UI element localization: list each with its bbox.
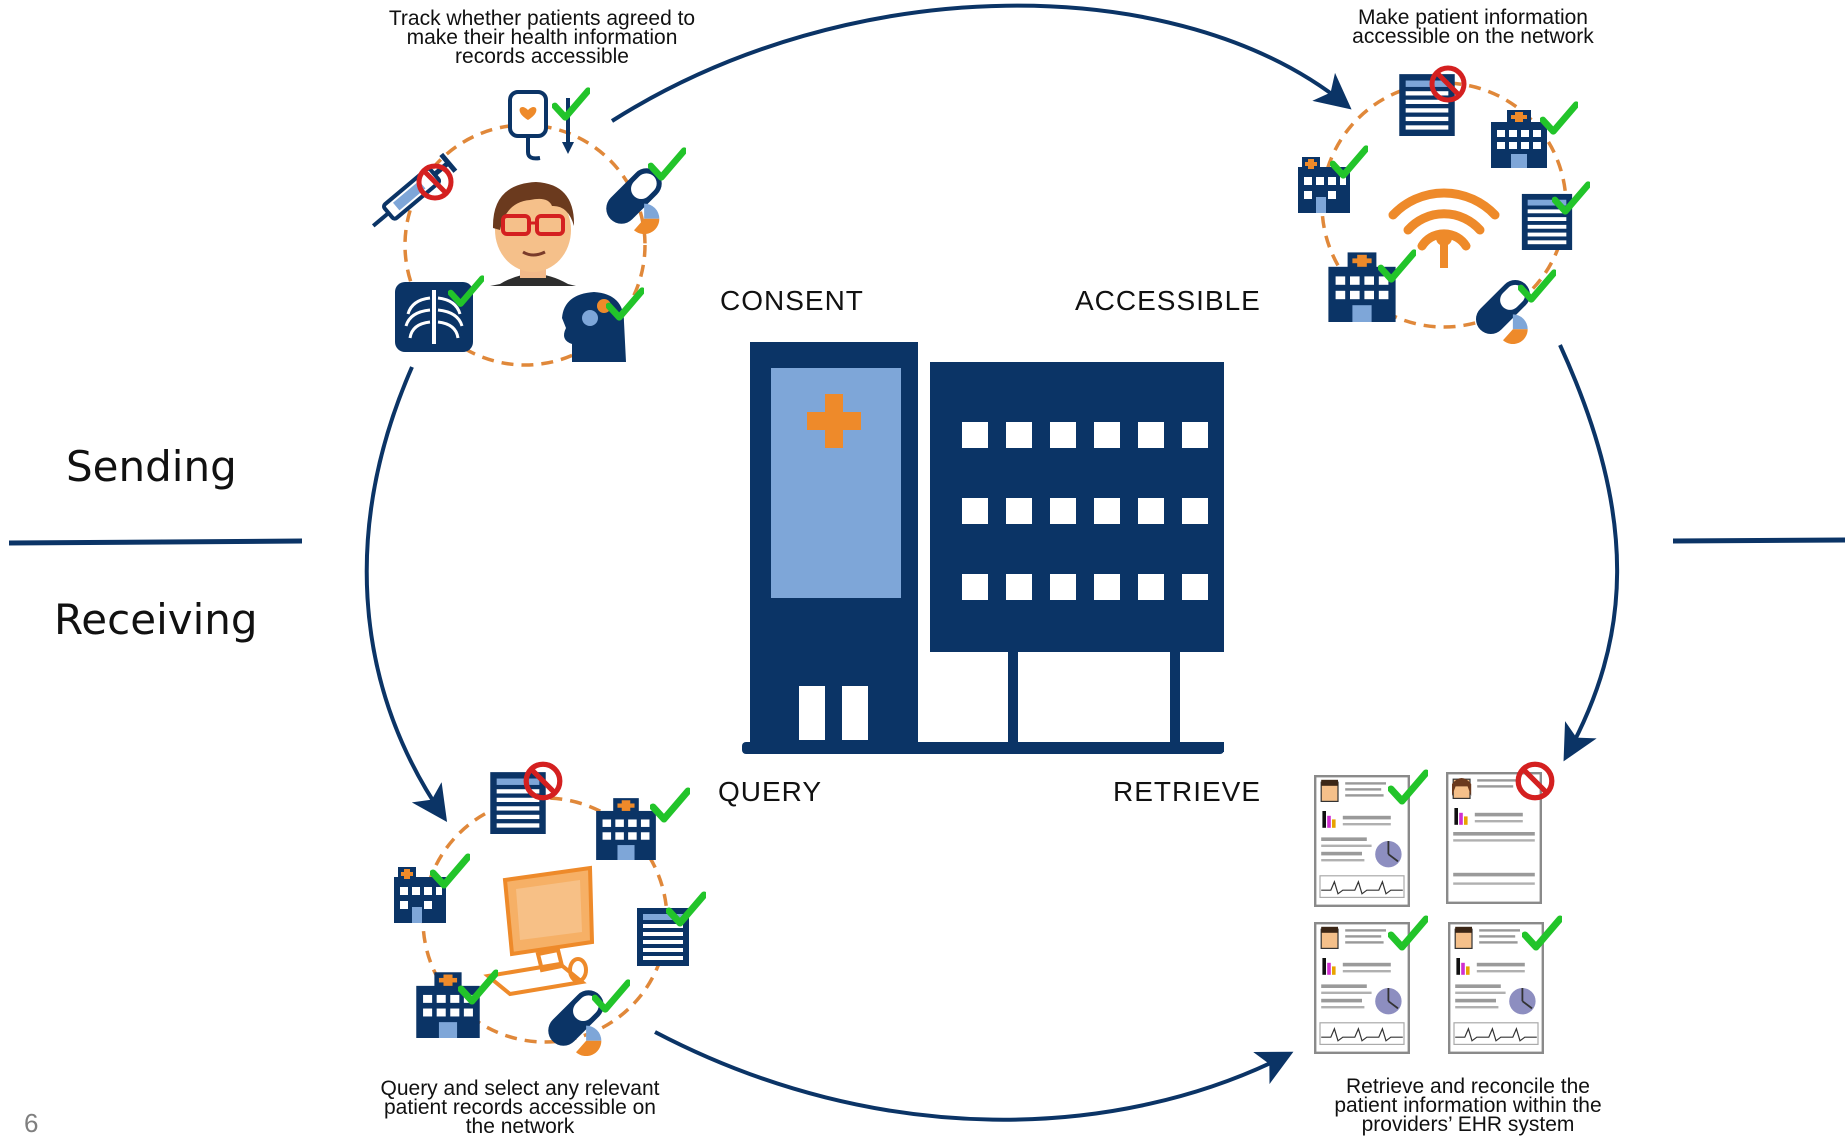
arrow-consent-to-accessible: [610, 3, 1352, 123]
hospital-tower-icon: [490, 772, 546, 834]
accessible-label: ACCESSIBLE: [1075, 285, 1261, 316]
consent-label: CONSENT: [720, 285, 864, 316]
arrow-accessible-to-retrieve: [1558, 344, 1620, 762]
receiving-label: Receiving: [54, 595, 258, 644]
xray-icon: [395, 282, 473, 352]
hospital-tower-icon: [1521, 193, 1573, 250]
left-divider-line: [8, 538, 303, 546]
check-icon: [1381, 253, 1414, 280]
hospital-icon: [416, 972, 480, 1038]
check-icon: [555, 91, 588, 118]
slide-number: 6: [24, 1108, 39, 1138]
query-cluster: [394, 764, 704, 1056]
pill-icon: [541, 983, 611, 1056]
accessible-cluster: [1298, 68, 1588, 344]
clinic-icon: [1298, 157, 1350, 213]
sending-label: Sending: [66, 442, 237, 491]
consent-cluster: [371, 90, 684, 367]
central-hospital-icon: [742, 342, 1224, 754]
accessible-caption: Make patient information accessible on t…: [1352, 6, 1594, 48]
retrieve-caption: Retrieve and reconcile the patient infor…: [1334, 1075, 1602, 1136]
check-icon: [651, 151, 684, 178]
retrieve-label: RETRIEVE: [1113, 776, 1262, 807]
query-label: QUERY: [718, 776, 823, 807]
iv-bag-icon: [508, 90, 574, 161]
pill-icon: [1469, 273, 1537, 344]
brain-head-icon: [562, 292, 626, 362]
check-icon: [1333, 149, 1366, 176]
query-caption: Query and select any relevant patient re…: [380, 1077, 660, 1138]
consent-caption: Track whether patients agreed to make th…: [388, 7, 696, 68]
arrow-retrieve-to-query: [654, 1030, 1294, 1122]
check-icon: [653, 791, 688, 819]
hospital-icon: [1491, 110, 1547, 168]
wifi-icon: [1388, 188, 1500, 268]
arrow-query-to-consent: [364, 366, 448, 822]
check-icon: [1543, 105, 1576, 132]
hospital-icon: [596, 798, 656, 860]
retrieve-cluster: [1314, 764, 1560, 1054]
computer-icon: [483, 865, 595, 997]
patient-avatar-icon: [490, 182, 576, 286]
right-divider-line: [1672, 537, 1845, 544]
